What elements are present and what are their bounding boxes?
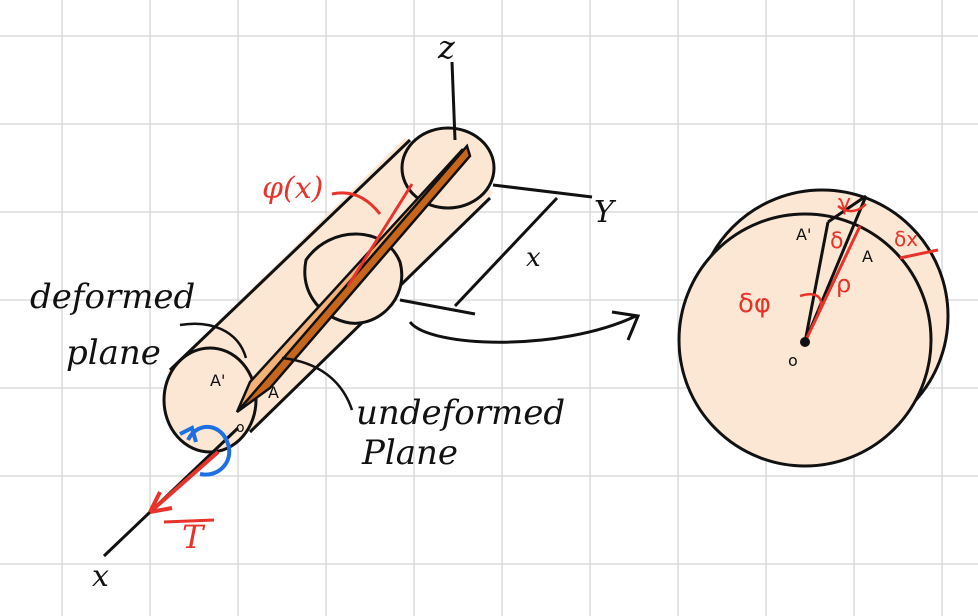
distance-bracket <box>453 196 559 308</box>
delta-x-label: δx <box>894 227 918 251</box>
arc-top <box>827 194 867 224</box>
radius-rho <box>803 225 862 343</box>
origin-label: o <box>236 420 245 436</box>
delta-x-tick <box>899 248 939 260</box>
distance-bracket-tick <box>399 298 476 316</box>
point-a: A <box>268 383 279 402</box>
y-axis-label: Y <box>594 195 617 230</box>
phi-label: φ(x) <box>262 171 323 206</box>
gamma-label: γ <box>838 191 851 216</box>
undeformed-pointer <box>281 356 354 411</box>
z-axis-line <box>450 61 457 141</box>
deformed-pointer <box>179 322 248 359</box>
phi-pointer <box>331 191 382 215</box>
projection-arrow <box>408 314 637 344</box>
cylinder-top-edge <box>168 138 412 372</box>
origin-point <box>800 337 810 347</box>
deformed-label-line1: deformed <box>30 277 195 317</box>
delta-label: δ <box>830 229 843 254</box>
radius-deformed <box>803 221 830 343</box>
torque-vector <box>148 450 220 514</box>
rotation-arrow <box>179 424 232 477</box>
cylinder-end-near <box>162 346 258 454</box>
point-a-prime: A' <box>210 371 225 390</box>
phi-red-line <box>346 183 414 287</box>
projection-arrowhead <box>611 310 641 341</box>
torque-label-bar <box>163 518 215 524</box>
cs-point-a: A <box>862 247 873 266</box>
delta-phi-label: δφ <box>738 289 771 319</box>
cross-section: γ δ δx δφ ρ A' A o <box>677 188 950 468</box>
gamma-arc <box>837 203 867 213</box>
undeformed-label-line2: Plane <box>361 433 458 473</box>
torque-arrowhead <box>148 491 173 514</box>
deformed-label-line2: plane <box>66 333 161 373</box>
torque-label: T <box>182 518 206 556</box>
z-axis-label: z <box>437 28 456 66</box>
y-axis-line <box>492 183 593 199</box>
cs-point-a-prime: A' <box>796 225 811 244</box>
undeformed-label-line1: undeformed <box>356 393 565 433</box>
x-axis-label: x <box>92 559 109 594</box>
delta-phi-arc <box>799 293 823 313</box>
rho-label: ρ <box>836 270 851 298</box>
distance-x-label: x <box>526 243 541 273</box>
cs-origin-label: o <box>788 351 798 370</box>
